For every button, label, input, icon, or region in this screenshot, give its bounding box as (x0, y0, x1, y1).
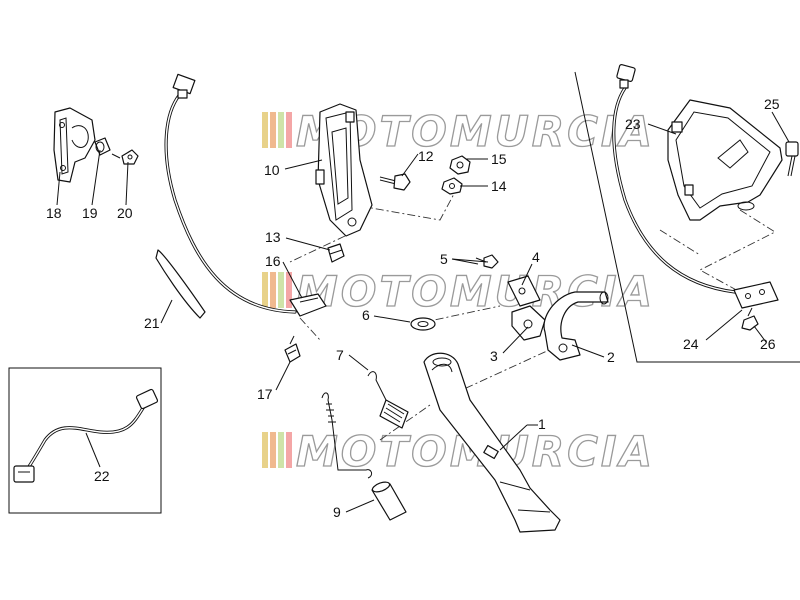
assembly-lines (289, 191, 776, 441)
callout-2: 2 (607, 349, 615, 365)
callout-numbers: 1 2 3 4 5 6 7 9 10 12 13 14 15 16 17 18 … (46, 96, 780, 520)
callout-12: 12 (418, 148, 434, 164)
callout-18: 18 (46, 205, 62, 221)
callout-1: 1 (538, 416, 546, 432)
part-16-clamp (289, 293, 327, 317)
callout-3: 3 (490, 348, 498, 364)
callout-14: 14 (491, 178, 507, 194)
inset-frame (8, 367, 162, 514)
callout-21: 21 (144, 315, 160, 331)
part-3-bracket (511, 305, 546, 341)
callout-9: 9 (333, 504, 341, 520)
part-14-nut (441, 177, 463, 195)
callout-7: 7 (336, 347, 344, 363)
part-7-spring (367, 371, 409, 429)
part-15-nut (449, 155, 471, 175)
callout-6: 6 (362, 307, 370, 323)
callout-16: 16 (265, 253, 281, 269)
part-26-screw (741, 307, 759, 331)
callout-13: 13 (265, 229, 281, 245)
callout-15: 15 (491, 151, 507, 167)
callout-25: 25 (764, 96, 780, 112)
part-20-screw (111, 149, 139, 165)
part-12-bolt (379, 173, 411, 191)
callout-26: 26 (760, 336, 776, 352)
callout-22: 22 (94, 468, 110, 484)
callout-23: 23 (625, 116, 641, 132)
part-18-bracket (53, 107, 96, 183)
callout-19: 19 (82, 205, 98, 221)
part-spring-long (321, 392, 373, 479)
part-19-spacer (94, 137, 111, 156)
callout-20: 20 (117, 205, 133, 221)
part-9-sleeve (371, 481, 407, 521)
part-17-screw (284, 335, 301, 363)
part-25-bolt (785, 141, 799, 177)
leader-lines (56, 111, 790, 513)
callout-10: 10 (264, 162, 280, 178)
part-23-cover (667, 99, 783, 221)
part-24-switch (612, 64, 779, 309)
part-13-pin (327, 243, 345, 263)
part-2-hook (543, 291, 609, 361)
callout-4: 4 (532, 249, 540, 265)
part-6-washer (410, 317, 436, 331)
right-section-frame (574, 71, 800, 363)
part-21-cable (155, 73, 297, 319)
part-10-switch-housing (315, 103, 373, 237)
callout-5: 5 (440, 251, 448, 267)
part-22-harness (13, 388, 159, 483)
part-1-side-stand (423, 352, 561, 533)
part-4-plate (507, 275, 541, 307)
callout-17: 17 (257, 386, 273, 402)
callout-24: 24 (683, 336, 699, 352)
